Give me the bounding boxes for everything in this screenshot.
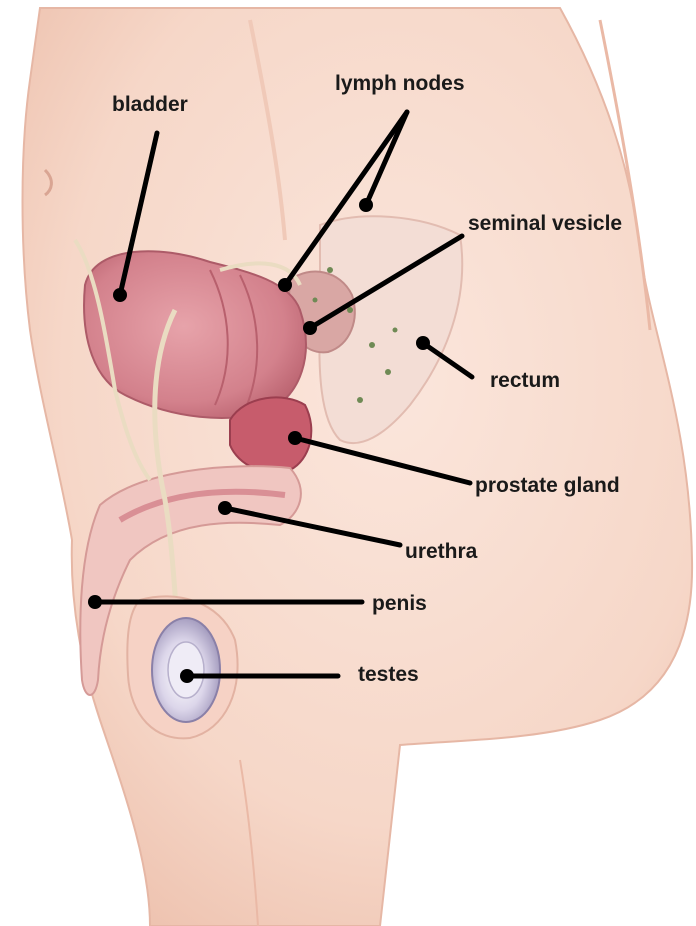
label-penis: penis bbox=[372, 592, 427, 615]
label-testes: testes bbox=[358, 663, 419, 686]
label-prostate-gland: prostate gland bbox=[475, 474, 620, 497]
pointer-dot bbox=[278, 278, 292, 292]
pointer-dot bbox=[416, 336, 430, 350]
label-urethra: urethra bbox=[405, 540, 478, 563]
pointer-dot bbox=[303, 321, 317, 335]
label-seminal-vesicle: seminal vesicle bbox=[468, 212, 622, 235]
label-bladder: bladder bbox=[112, 93, 188, 116]
pointer-dot bbox=[88, 595, 102, 609]
label-lymph-nodes: lymph nodes bbox=[335, 72, 465, 95]
pointer-dot bbox=[359, 198, 373, 212]
pointer-dot bbox=[288, 431, 302, 445]
pointer-dot bbox=[218, 501, 232, 515]
label-rectum: rectum bbox=[490, 369, 560, 392]
pointer-dot bbox=[113, 288, 127, 302]
pointer-dot bbox=[180, 669, 194, 683]
